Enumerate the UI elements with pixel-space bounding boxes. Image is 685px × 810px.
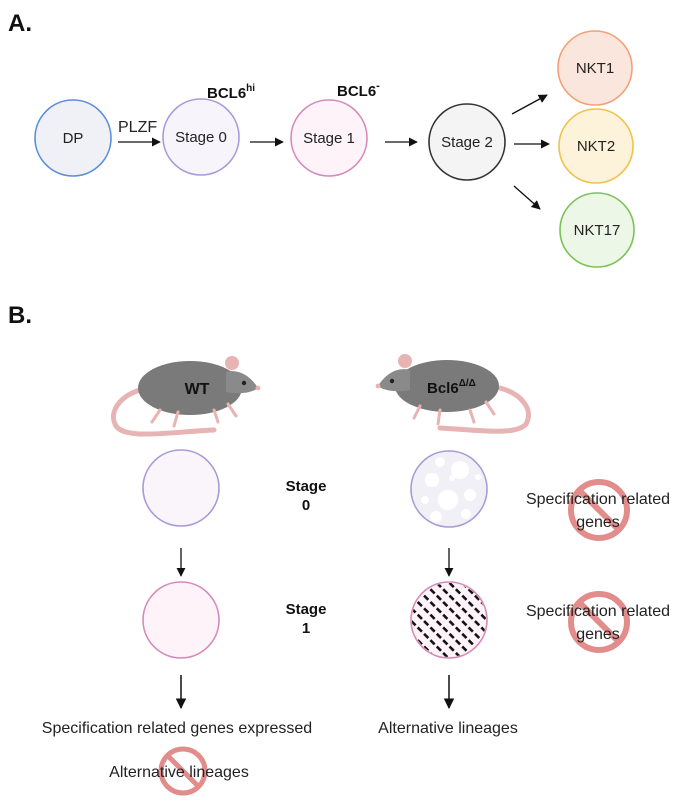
wt-label: WT: [185, 381, 210, 398]
panel-a-label: A.: [8, 10, 32, 37]
node-stage1-label: Stage 1: [303, 130, 355, 147]
node-dp-label: DP: [63, 130, 84, 147]
node-nkt2-label: NKT2: [577, 138, 615, 155]
arrow-stage2-nkt1: [511, 94, 548, 115]
ko-stage1-no-sign-icon: [568, 591, 630, 653]
wt-outcome-text: Specification related genes expressed: [42, 720, 312, 737]
ko-stage0-no-sign-icon: [568, 479, 630, 541]
ko-mouse-icon: Bcl6Δ/Δ: [375, 354, 531, 434]
wt-no-sign-icon: [158, 746, 208, 796]
wt-stage1-cell: [142, 581, 220, 659]
ko-outcome-text: Alternative lineages: [378, 720, 518, 737]
stage1-label-line1: Stage: [286, 601, 327, 618]
stage0-label-line1: Stage: [286, 478, 327, 495]
node-stage0: Stage 0: [162, 98, 240, 176]
node-stage1: Stage 1: [290, 99, 368, 177]
panel-b-label: B.: [8, 302, 32, 329]
node-nkt17: NKT17: [559, 192, 635, 268]
ko-stage1-spec-line2: genes: [576, 626, 620, 643]
wt-blocked-text: Alternative lineages: [109, 764, 249, 781]
node-stage2-label: Stage 2: [441, 134, 493, 151]
node-nkt1: NKT1: [557, 30, 633, 106]
ko-stage0-cell: [410, 450, 488, 528]
node-nkt17-label: NKT17: [574, 222, 621, 239]
ko-stage0-spec-line2: genes: [576, 514, 620, 531]
node-dp: DP: [34, 99, 112, 177]
node-stage2: Stage 2: [428, 103, 506, 181]
node-stage0-label: Stage 0: [175, 129, 227, 146]
node-nkt2: NKT2: [558, 108, 634, 184]
ko-stage1-spec-line1: Specification related: [526, 603, 670, 620]
ko-stage1-cell: [410, 581, 488, 659]
plzf-label: PLZF: [118, 119, 157, 136]
bcl6-hi-label: BCL6hi: [207, 83, 255, 102]
wt-stage0-cell: [142, 449, 220, 527]
ko-label: Bcl6Δ/Δ: [427, 378, 476, 397]
arrow-stage2-nkt17: [513, 185, 541, 210]
ko-stage0-spec-line1: Specification related: [526, 491, 670, 508]
bcl6-neg-label: BCL6-: [337, 80, 380, 100]
stage0-label-line2: 0: [302, 497, 310, 514]
stage1-label-line2: 1: [302, 620, 310, 637]
wt-mouse-icon: WT: [111, 356, 261, 437]
node-nkt1-label: NKT1: [576, 60, 614, 77]
